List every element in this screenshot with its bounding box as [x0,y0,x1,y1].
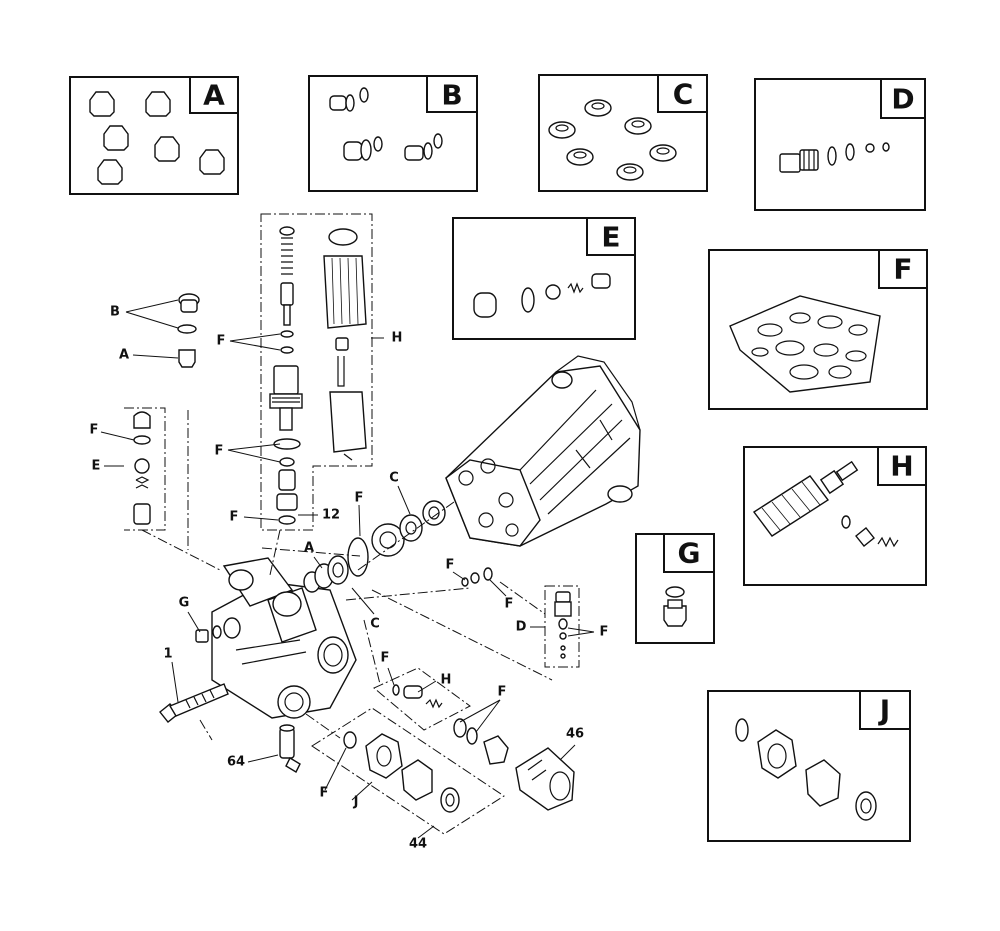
check-valve-icon [779,142,890,173]
callout-46: 46 [566,727,584,742]
kit-e-box: E [452,217,636,340]
check-valve-parts [554,591,572,659]
callout-12: 12 [322,508,340,523]
unloader-icon [752,460,899,548]
callout-f-j-lower: F [320,786,329,801]
kit-j-label: J [878,694,890,727]
kit-g-box: G [635,533,715,644]
callout-f-j-kit: F [498,685,507,700]
callout-f-top-seal: F [355,491,364,506]
kit-b-label: B [441,79,462,112]
kit-f-box: F [708,249,928,410]
fitting-64-part [279,724,301,773]
kit-e-label: E [601,221,620,254]
o-ring-sheet-icon [729,295,881,393]
kit-f-label: F [893,253,912,286]
callout-f-side: F [90,423,99,438]
unloader-assembly-outline [260,213,373,531]
kit-g-label: G [678,537,701,570]
callout-g-plug: G [179,596,190,611]
inlet-kit-outline [311,707,505,835]
plug-part [195,625,222,643]
kit-d-box: D [754,78,926,211]
callout-44: 44 [409,837,427,852]
unloader-parts [269,226,367,525]
kit-b-box: B [308,75,478,192]
inlet-fitting-icon [735,718,877,821]
callout-f-valve-spacer: F [217,334,226,349]
kit-c-box: C [538,74,708,192]
crankcase-housing [445,355,641,547]
callout-f-unloader-1: F [215,444,224,459]
callout-c-seal: C [389,471,399,486]
side-valve-outline [124,407,166,531]
callout-a-valve: A [119,348,129,363]
callout-64: 64 [227,755,245,770]
callout-f-mid: F [446,558,455,573]
unloader-kit-parts [392,684,443,709]
callout-j-lower: J [353,795,359,810]
bolt-part [159,683,229,723]
outlet-fitting-parts [453,718,575,811]
seal-parts [303,500,446,593]
callout-f-h-kit: F [381,651,390,666]
side-valve-parts [133,411,151,525]
kit-c-label: C [673,78,694,111]
unloader-kit-outline [373,667,471,731]
callout-h-kit: H [441,673,452,688]
assembly-lines [141,410,553,741]
inlet-kit-parts [343,731,460,813]
kit-h-label: H [890,450,913,483]
plug-icon [663,586,687,627]
valve-parts [177,293,200,368]
valve-spring-icon [473,273,611,318]
callout-f-d-kit: F [600,625,609,640]
callout-f-mid-2: F [505,597,514,612]
check-valve-outline [544,585,580,668]
kit-a-label: A [203,79,225,112]
callout-1: 1 [163,647,172,662]
valve-cap-icon [329,87,443,161]
callout-f-unloader-2: F [230,510,239,525]
leader-lines [100,299,595,839]
seal-icon [548,99,677,181]
callout-d-kit: D [516,620,527,635]
valve-icon [89,91,225,185]
callout-a-seal: A [304,541,314,556]
kit-d-label: D [891,83,914,116]
callout-h-unloader: H [392,331,403,346]
callout-e-side: E [92,459,101,474]
kit-a-box: A [69,76,239,195]
kit-j-box: J [707,690,911,842]
kit-h-box: H [743,446,927,586]
o-ring-parts [461,567,493,587]
callout-c-lower: C [370,617,380,632]
manifold-body [211,557,357,719]
callout-b-valve: B [110,305,120,320]
